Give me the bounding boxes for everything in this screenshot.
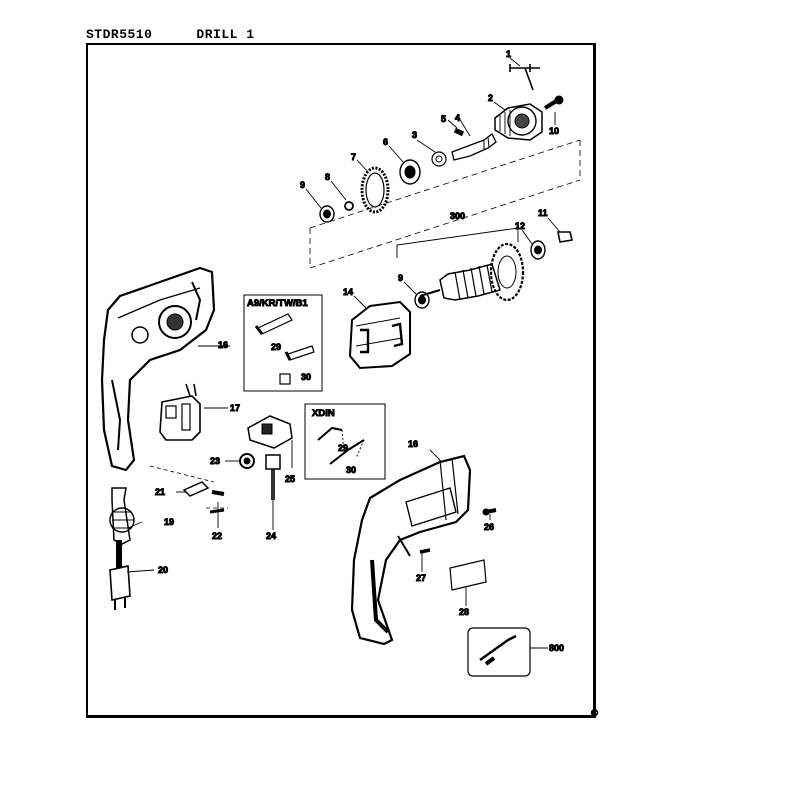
part-housing-screw (482, 508, 497, 516)
part-bearing-6 (399, 159, 421, 185)
label-part-24: 24 (266, 531, 276, 541)
label-part-7: 7 (351, 152, 356, 162)
part-cord-clamp (149, 465, 228, 514)
diagram-title: DRILL 1 (196, 27, 255, 42)
label-part-9-lower: 9 (398, 273, 403, 283)
label-part-6: 6 (383, 137, 388, 147)
part-nameplate (449, 559, 487, 591)
label-part-27: 27 (416, 573, 426, 583)
diagram-frame (86, 43, 596, 718)
part-key (453, 127, 465, 137)
label-part-14: 14 (343, 287, 353, 297)
label-part-300: 300 (450, 211, 465, 221)
model-code: STDR5510 (86, 27, 153, 42)
label-part-23: 23 (210, 456, 220, 466)
part-cord-guard (109, 487, 135, 545)
label-part-1: 1 (506, 49, 511, 59)
label-part-30-brush: 30 (301, 372, 311, 382)
part-spindle (451, 133, 497, 161)
label-part-29-brush: 29 (271, 342, 281, 352)
label-part-19: 19 (164, 517, 174, 527)
part-armature (419, 242, 525, 302)
label-part-20: 20 (158, 565, 168, 575)
part-power-cord (109, 540, 131, 610)
part-chuck-key (509, 64, 540, 91)
label-part-16-housing: 16 (218, 340, 228, 350)
xdin-box-title: XDIN (312, 408, 335, 419)
part-screw-27 (419, 548, 431, 554)
part-capacitor (265, 454, 281, 500)
part-chuck-screw (543, 95, 564, 110)
label-part-17: 17 (230, 403, 240, 413)
label-part-30-xdin: 30 (346, 465, 356, 475)
label-part-21: 21 (155, 487, 165, 497)
assembly-guide-lines (309, 139, 581, 269)
label-part-8: 8 (325, 172, 330, 182)
label-part-28: 28 (459, 607, 469, 617)
label-part-3: 3 (412, 130, 417, 140)
label-part-12: 12 (515, 221, 525, 231)
part-retaining-ring (344, 201, 354, 211)
part-brush-holder (247, 415, 293, 468)
part-housing-half (100, 266, 230, 472)
armature-bracket (396, 227, 519, 258)
xdin-inset-box (304, 403, 386, 480)
part-choke (239, 453, 255, 469)
label-part-800: 800 (549, 643, 564, 653)
label-part-9-upper: 9 (300, 180, 305, 190)
label-part-10: 10 (549, 126, 559, 136)
carbon-brush-30 (279, 345, 315, 385)
brush-inset-box (243, 294, 323, 392)
brush-kit-box (467, 627, 531, 677)
brush-box-title: A9/KR/TW/B1 (247, 298, 308, 309)
label-part-4: 4 (455, 113, 460, 123)
label-part-11: 11 (538, 208, 548, 218)
part-washer (431, 151, 447, 167)
part-field-stator (348, 300, 411, 370)
label-part-5: 5 (441, 114, 446, 124)
carbon-brush-29 (254, 313, 293, 335)
assembled-drill (350, 454, 472, 646)
part-gear (360, 166, 390, 214)
label-part-29-xdin: 29 (338, 443, 348, 453)
diagram-header: STDR5510 DRILL 1 (86, 27, 255, 42)
label-part-25: 25 (285, 474, 295, 484)
part-bearing-12 (530, 240, 546, 260)
part-bearing-9-upper (319, 205, 335, 223)
label-part-22: 22 (212, 531, 222, 541)
label-part-2: 2 (488, 93, 493, 103)
label-part-26: 26 (484, 522, 494, 532)
label-part-16-drill: 16 (408, 439, 418, 449)
part-clip (557, 231, 573, 243)
part-chuck (494, 103, 543, 141)
copyright-symbol: © (590, 709, 599, 719)
leader-lines (126, 57, 561, 649)
part-switch (159, 383, 228, 441)
part-bearing-9-lower (414, 291, 430, 309)
